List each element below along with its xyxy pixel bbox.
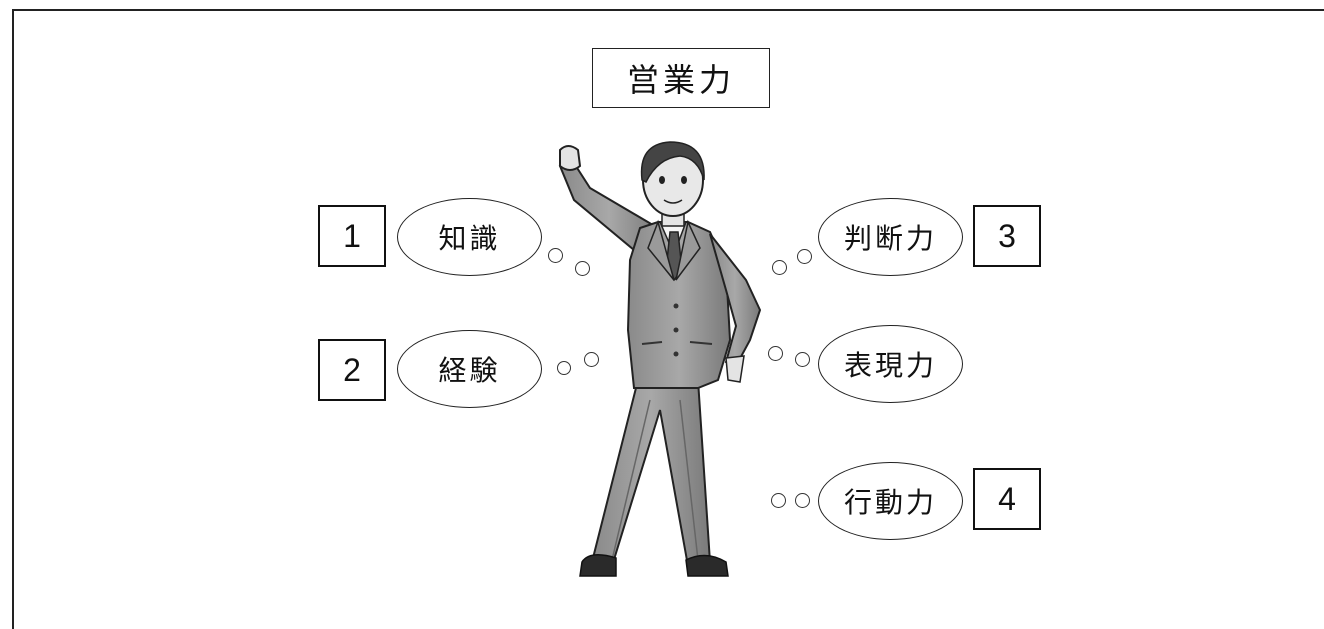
number-box-3: 3 xyxy=(973,205,1041,267)
thought-dot xyxy=(797,249,812,264)
thought-dot xyxy=(795,352,810,367)
diagram-title: 営業力 xyxy=(592,48,770,108)
businessman-raising-fist-icon xyxy=(558,141,762,577)
thought-dot xyxy=(548,248,563,263)
thought-dot xyxy=(584,352,599,367)
thought-dot xyxy=(768,346,783,361)
thought-dot xyxy=(795,493,810,508)
number-box-4: 4 xyxy=(973,468,1041,530)
thought-dot xyxy=(771,493,786,508)
thought-bubble-expression: 表現力 xyxy=(818,325,963,403)
thought-dot xyxy=(575,261,590,276)
diagram-frame xyxy=(12,9,1324,629)
thought-bubble-experience: 経験 xyxy=(397,330,542,408)
thought-bubble-knowledge: 知識 xyxy=(397,198,542,276)
thought-dot xyxy=(772,260,787,275)
number-box-1: 1 xyxy=(318,205,386,267)
number-box-2: 2 xyxy=(318,339,386,401)
thought-dot xyxy=(557,361,571,375)
thought-bubble-judgment: 判断力 xyxy=(818,198,963,276)
thought-bubble-action: 行動力 xyxy=(818,462,963,540)
